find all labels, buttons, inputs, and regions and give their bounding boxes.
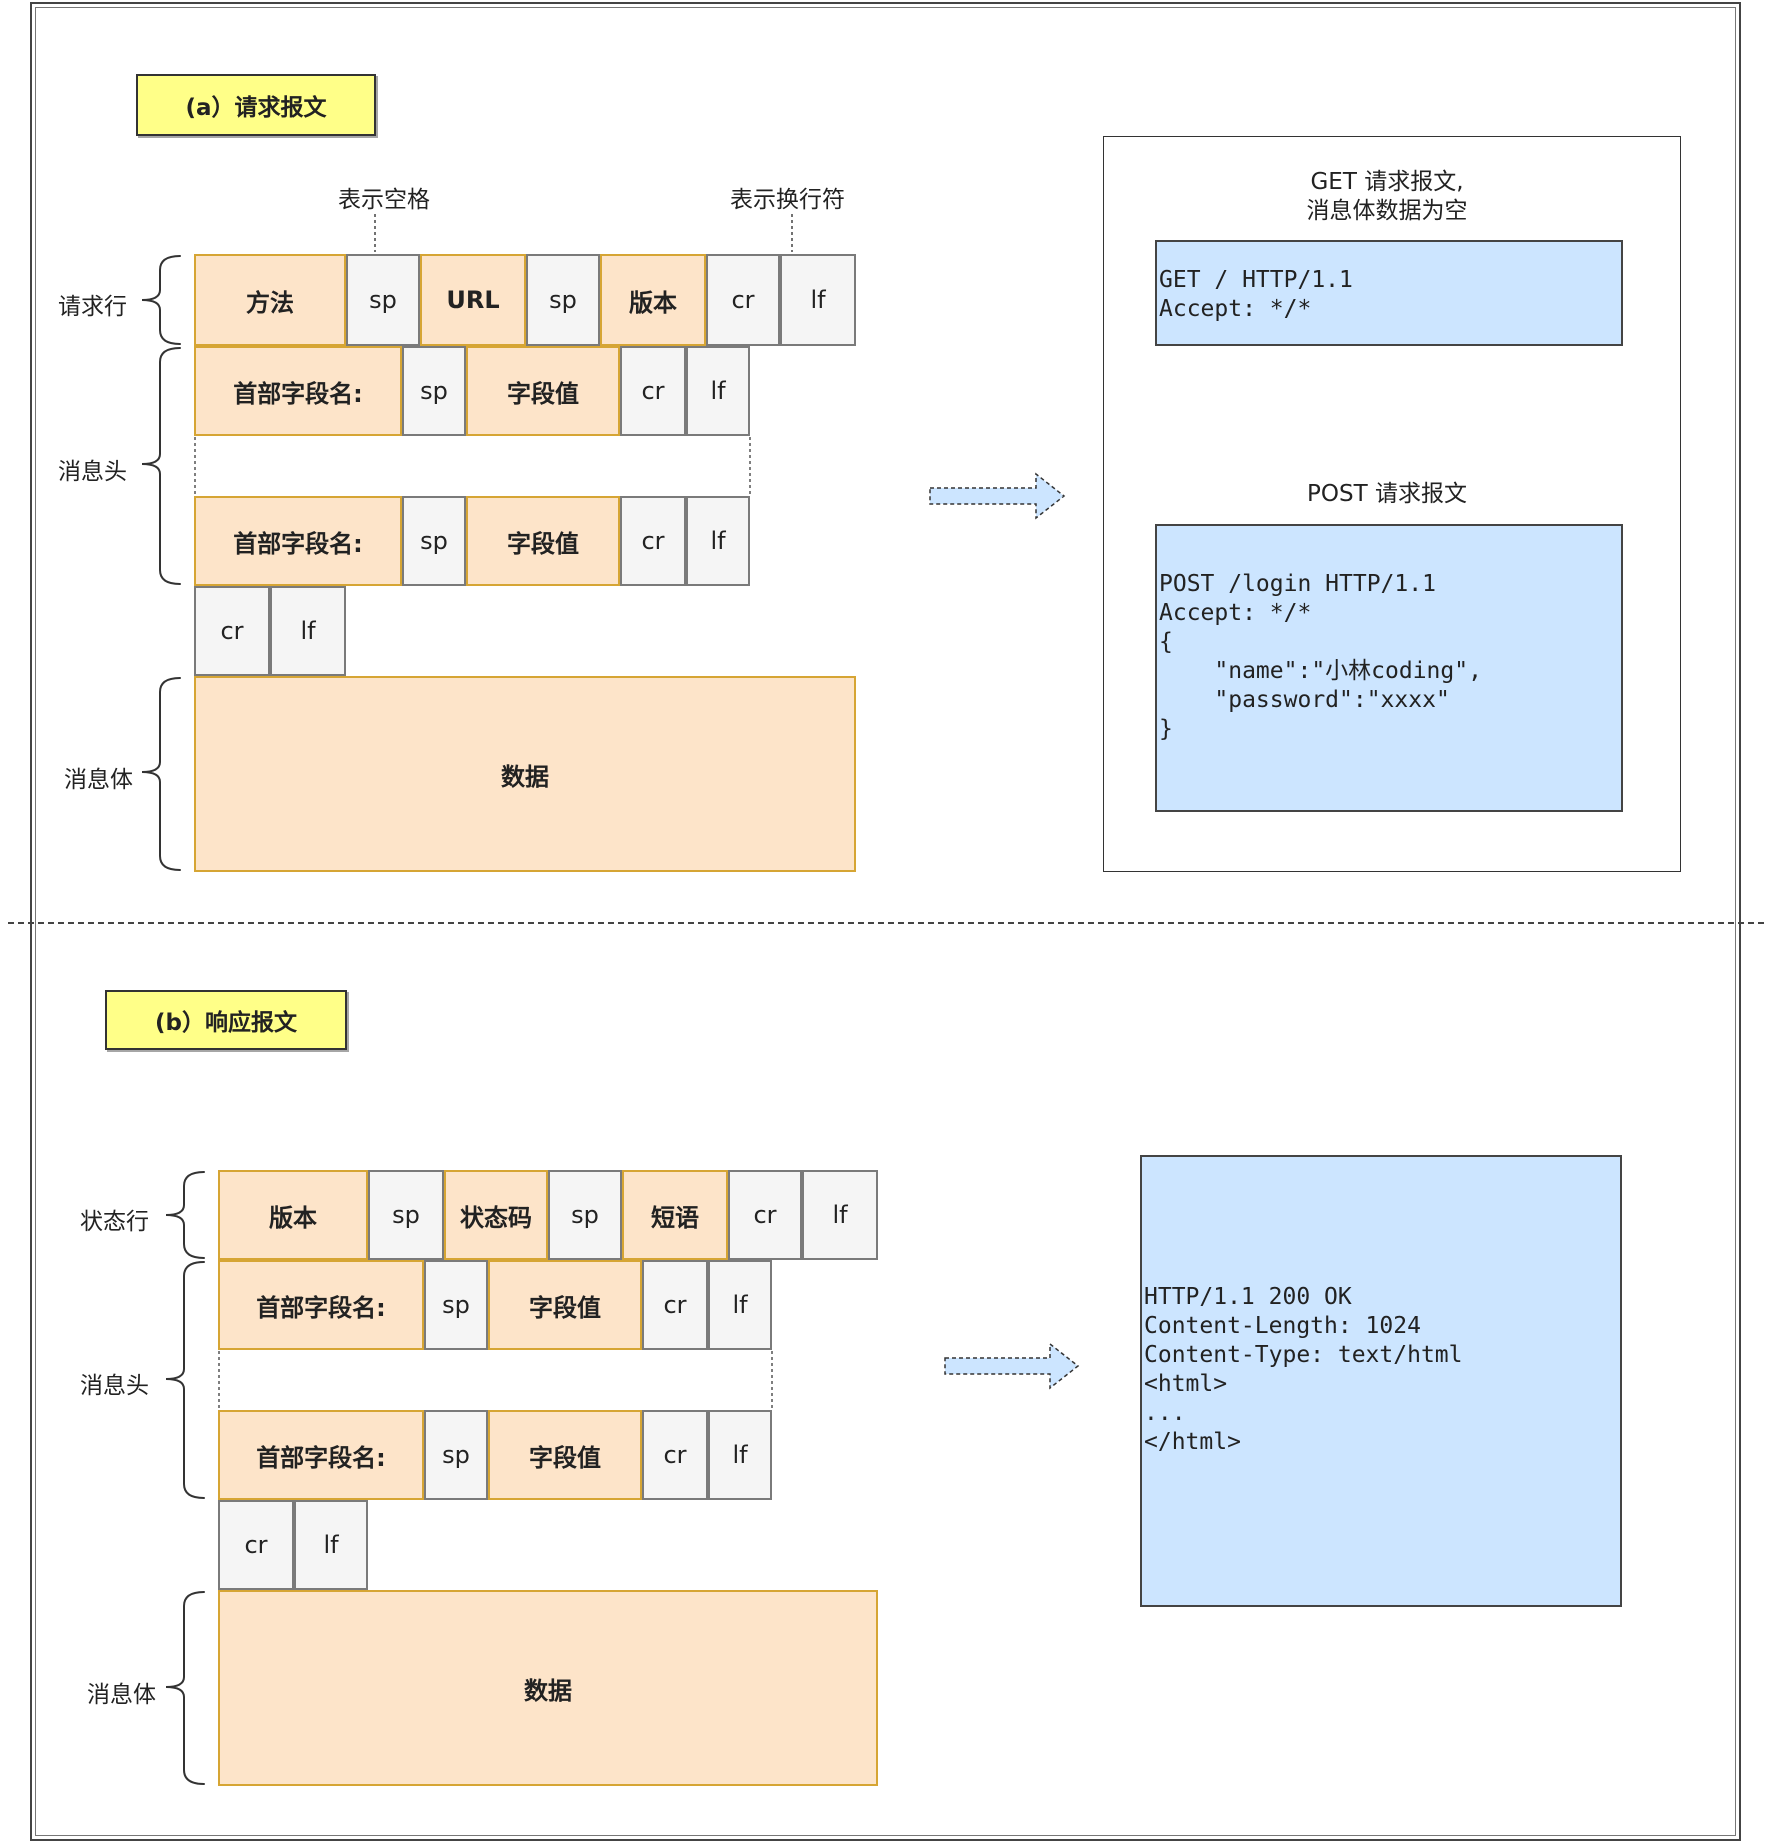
cr-field: cr bbox=[218, 1500, 294, 1590]
code-line: POST /login HTTP/1.1 bbox=[1159, 571, 1436, 597]
cr-field: cr bbox=[728, 1170, 802, 1260]
request-header-brace bbox=[141, 347, 181, 585]
section-divider bbox=[8, 922, 1764, 924]
code-line: ... bbox=[1144, 1400, 1186, 1426]
method-field: 方法 bbox=[194, 254, 346, 346]
lf-field: lf bbox=[802, 1170, 878, 1260]
get-example-caption: GET 请求报文, 消息体数据为空 bbox=[1306, 169, 1468, 224]
header-name-field: 首部字段名: bbox=[194, 496, 402, 586]
cr-field: cr bbox=[620, 346, 686, 436]
space-field: sp bbox=[424, 1410, 488, 1500]
request-line-brace bbox=[141, 255, 181, 345]
request-body-label: 消息体 bbox=[64, 767, 133, 793]
header-value-field: 字段值 bbox=[466, 346, 620, 436]
status-line-label: 状态行 bbox=[80, 1209, 149, 1235]
request-arrow-icon bbox=[929, 472, 1066, 520]
version-field: 版本 bbox=[600, 254, 706, 346]
code-line: Content-Length: 1024 bbox=[1144, 1313, 1421, 1339]
newline-note: 表示换行符 bbox=[730, 187, 845, 213]
code-line: GET / HTTP/1.1 bbox=[1159, 267, 1353, 293]
header-name-field: 首部字段名: bbox=[218, 1410, 424, 1500]
response-arrow-icon bbox=[944, 1342, 1080, 1390]
header-name-field: 首部字段名: bbox=[194, 346, 402, 436]
get-example-code: GET / HTTP/1.1 Accept: */* bbox=[1155, 240, 1623, 346]
space-field: sp bbox=[526, 254, 600, 346]
space-note: 表示空格 bbox=[338, 187, 430, 213]
status-line-brace bbox=[165, 1171, 205, 1259]
space-field: sp bbox=[402, 496, 466, 586]
lf-field: lf bbox=[780, 254, 856, 346]
response-header-brace bbox=[165, 1261, 205, 1499]
status-code-field: 状态码 bbox=[444, 1170, 548, 1260]
body-data-field: 数据 bbox=[218, 1590, 878, 1786]
code-line: Accept: */* bbox=[1159, 600, 1312, 626]
code-line: Accept: */* bbox=[1159, 296, 1312, 322]
space-field: sp bbox=[424, 1260, 488, 1350]
lf-field: lf bbox=[686, 496, 750, 586]
request-header-label: 消息头 bbox=[58, 459, 127, 485]
header-value-field: 字段值 bbox=[488, 1260, 642, 1350]
reason-phrase-field: 短语 bbox=[622, 1170, 728, 1260]
url-field: URL bbox=[420, 254, 526, 346]
body-data-field: 数据 bbox=[194, 676, 856, 872]
lf-field: lf bbox=[708, 1410, 772, 1500]
cr-field: cr bbox=[642, 1260, 708, 1350]
response-section-tag: (b）响应报文 bbox=[105, 990, 347, 1050]
cr-field: cr bbox=[194, 586, 270, 676]
post-example-caption: POST 请求报文 bbox=[1307, 481, 1467, 507]
code-line: HTTP/1.1 200 OK bbox=[1144, 1284, 1352, 1310]
space-field: sp bbox=[548, 1170, 622, 1260]
lf-field: lf bbox=[708, 1260, 772, 1350]
request-body-brace bbox=[141, 677, 181, 871]
cr-field: cr bbox=[642, 1410, 708, 1500]
code-line: Content-Type: text/html bbox=[1144, 1342, 1463, 1368]
code-line: { bbox=[1159, 629, 1173, 655]
response-header-label: 消息头 bbox=[80, 1373, 149, 1399]
lf-field: lf bbox=[294, 1500, 368, 1590]
space-field: sp bbox=[402, 346, 466, 436]
space-field: sp bbox=[368, 1170, 444, 1260]
response-example-code: HTTP/1.1 200 OK Content-Length: 1024 Con… bbox=[1140, 1155, 1622, 1607]
space-field: sp bbox=[346, 254, 420, 346]
cr-field: cr bbox=[706, 254, 780, 346]
cr-field: cr bbox=[620, 496, 686, 586]
lf-field: lf bbox=[686, 346, 750, 436]
code-line: } bbox=[1159, 716, 1173, 742]
request-line-label: 请求行 bbox=[58, 294, 127, 320]
code-line: "name":"小林coding", bbox=[1159, 658, 1482, 684]
version-field: 版本 bbox=[218, 1170, 368, 1260]
header-name-field: 首部字段名: bbox=[218, 1260, 424, 1350]
code-line: <html> bbox=[1144, 1371, 1228, 1397]
response-body-label: 消息体 bbox=[87, 1682, 156, 1708]
post-example-code: POST /login HTTP/1.1 Accept: */* { "name… bbox=[1155, 524, 1623, 812]
header-value-field: 字段值 bbox=[466, 496, 620, 586]
outer-frame bbox=[30, 2, 1741, 1841]
header-value-field: 字段值 bbox=[488, 1410, 642, 1500]
code-line: "password":"xxxx" bbox=[1159, 687, 1450, 713]
lf-field: lf bbox=[270, 586, 346, 676]
request-section-tag: (a）请求报文 bbox=[136, 74, 376, 136]
code-line: </html> bbox=[1144, 1429, 1241, 1455]
response-body-brace bbox=[165, 1591, 205, 1785]
